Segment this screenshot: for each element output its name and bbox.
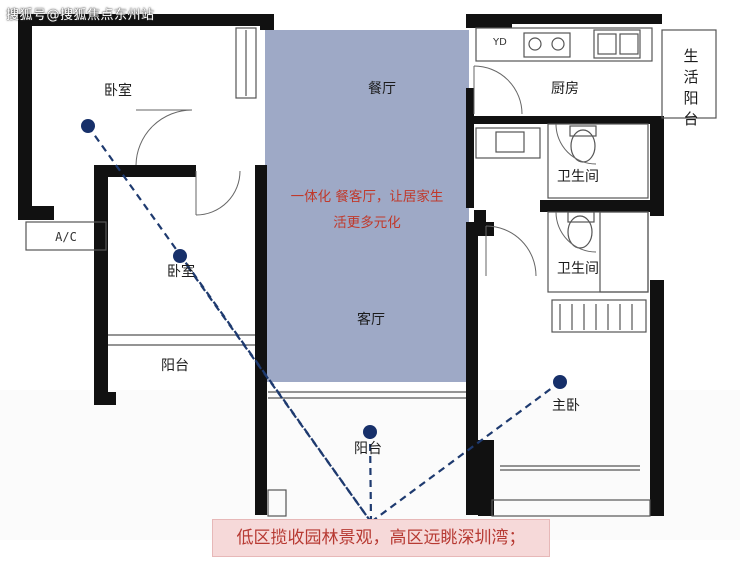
caption-banner: 低区揽收园林景观，高区远眺深圳湾； bbox=[212, 519, 550, 557]
room-label-bedroom-2: 卧室 bbox=[167, 264, 195, 280]
appliance-label: YD bbox=[493, 37, 507, 48]
marker-bedroom-2 bbox=[173, 249, 187, 263]
room-label-balcony-1: 阳台 bbox=[161, 358, 189, 374]
sightline-balcony bbox=[368, 431, 373, 523]
sightline-master bbox=[370, 381, 561, 523]
marker-balcony bbox=[363, 425, 377, 439]
ground-tint bbox=[0, 390, 740, 540]
door-swings bbox=[135, 65, 597, 277]
ac-unit-label: A/C bbox=[55, 230, 77, 244]
room-label-bedroom-1: 卧室 bbox=[104, 83, 132, 99]
room-label-balcony-2: 阳台 bbox=[354, 441, 382, 457]
walls bbox=[18, 14, 664, 516]
living-dining-area bbox=[265, 30, 469, 382]
watermark: 搜狐号@搜狐焦点东州站 bbox=[6, 8, 155, 23]
room-label-kitchen: 厨房 bbox=[551, 81, 579, 97]
marker-master bbox=[553, 375, 567, 389]
slogan: 一体化 餐客厅，让居家生 活更多元化 bbox=[262, 184, 472, 236]
slogan-line-2: 活更多元化 bbox=[333, 215, 401, 231]
room-label-master-bedroom: 主卧 bbox=[552, 398, 580, 414]
view-sightlines bbox=[87, 125, 561, 523]
view-markers bbox=[81, 119, 567, 439]
room-label-bathroom-2: 卫生间 bbox=[557, 261, 599, 277]
marker-bedroom bbox=[81, 119, 95, 133]
room-label-living: 客厅 bbox=[357, 312, 385, 328]
slogan-line-1: 一体化 餐客厅，让居家生 bbox=[290, 189, 444, 205]
room-label-dining: 餐厅 bbox=[368, 81, 396, 97]
room-label-utility-balcony: 生活阳台 bbox=[683, 47, 699, 128]
sightline-bedroom-2 bbox=[179, 255, 372, 523]
interior-lines bbox=[25, 27, 717, 517]
room-label-bathroom-1: 卫生间 bbox=[557, 169, 599, 185]
